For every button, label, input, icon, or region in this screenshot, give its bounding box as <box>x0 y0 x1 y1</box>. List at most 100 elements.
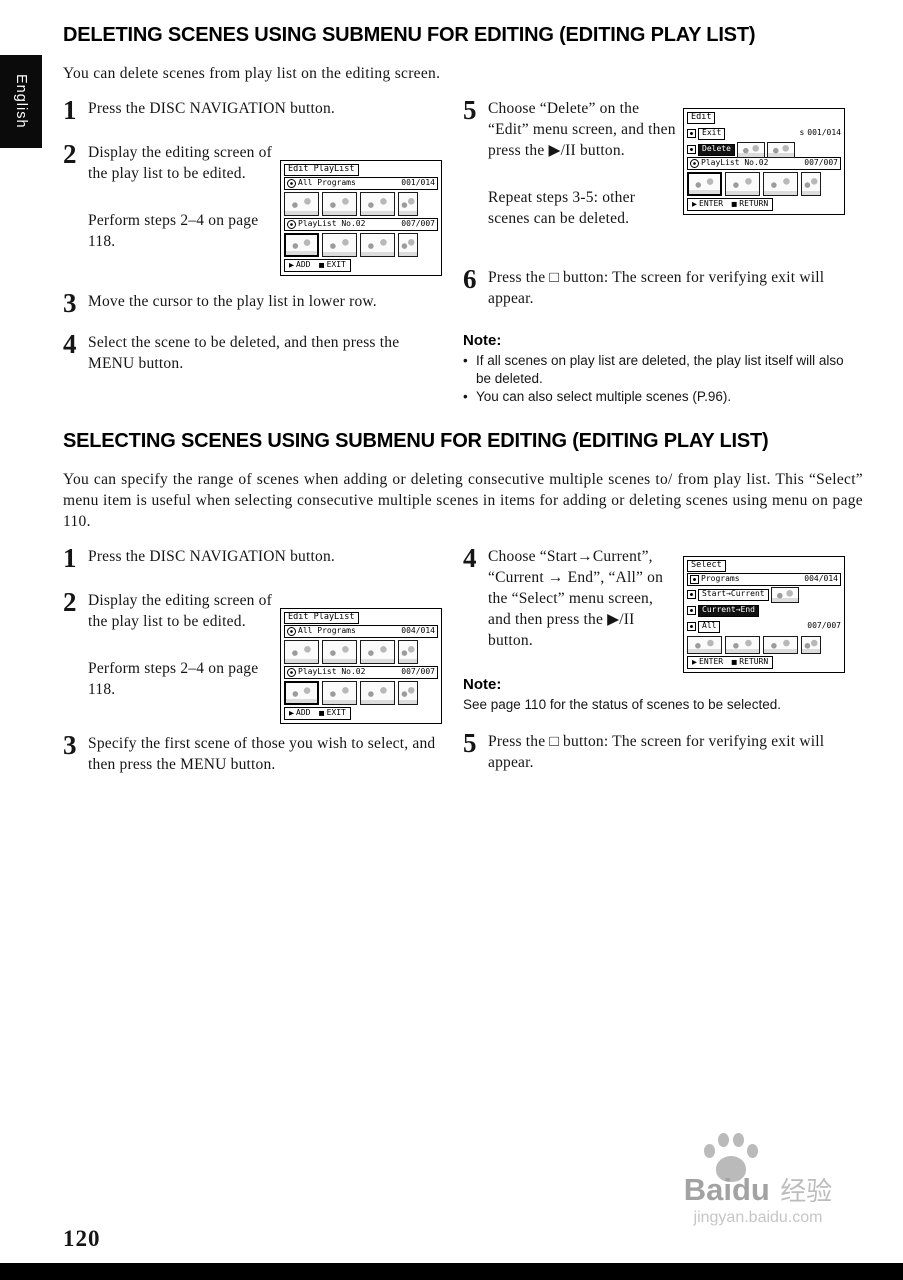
step: 4 Choose “Start→Current”, “Current → End… <box>463 543 678 651</box>
play-button-icon: ▶ <box>692 658 697 667</box>
lcd-row-label: All Programs <box>298 178 356 188</box>
lcd-playlist-row: PlayList No.02 007/007 <box>687 157 841 171</box>
stop-button-icon: ■ <box>318 261 325 270</box>
key-label: ADD <box>296 260 311 270</box>
play-button-icon: ▶ <box>289 709 294 718</box>
scene-thumbnail <box>763 636 798 655</box>
bullet-icon: • <box>463 353 468 368</box>
step: 5 Press the □ button: The screen for ver… <box>463 728 863 773</box>
lcd-button-bar: ▶ ENTER ■ RETURN <box>687 198 774 212</box>
return-key: ■ RETURN <box>731 200 768 209</box>
disc-icon <box>287 179 296 189</box>
scene-thumbnail-selected <box>284 681 319 706</box>
step: 1 Press the DISC NAVIGATION button. <box>63 543 445 573</box>
step-text-line: Perform steps 2–4 on page 118. <box>88 212 259 251</box>
note-text: See page 110 for the status of scenes to… <box>463 697 781 712</box>
key-label: ENTER <box>699 657 724 667</box>
section1-intro: You can delete scenes from play list on … <box>63 65 441 82</box>
step: 3 Move the cursor to the play list in lo… <box>63 288 445 318</box>
add-key: ▶ ADD <box>289 709 310 718</box>
menu-row: Start→Current <box>687 586 841 603</box>
language-tab: English <box>0 55 42 148</box>
enter-key: ▶ ENTER <box>692 658 723 667</box>
thumbnail-row <box>284 681 438 706</box>
scene-thumbnail <box>687 636 722 655</box>
lcd-title: Edit <box>687 112 716 125</box>
menu-row: Current→End <box>687 603 841 618</box>
step: 2 Display the editing screen of the play… <box>63 588 276 700</box>
scene-icon <box>687 590 696 600</box>
scene-thumbnail-selected <box>687 172 722 197</box>
step-text: Display the editing screen of the play l… <box>88 590 276 700</box>
lcd-row-label: PlayList No.02 <box>298 219 366 229</box>
step-text: Specify the first scene of those you wis… <box>88 735 436 774</box>
note-item: • If all scenes on play list are deleted… <box>463 352 861 388</box>
stop-button-icon: ■ <box>318 709 325 718</box>
step-number: 1 <box>63 543 77 573</box>
add-key: ▶ ADD <box>289 261 310 270</box>
step-text: Display the editing screen of the play l… <box>88 142 276 252</box>
section2-left-column: 1 Press the DISC NAVIGATION button. 2 Di… <box>63 543 445 793</box>
scene-counter: 007/007 <box>401 219 435 229</box>
scene-thumbnail <box>725 636 760 655</box>
scene-icon <box>687 622 696 632</box>
lcd-program-row: Programs 004/014 <box>687 573 841 587</box>
scene-icon <box>687 145 696 155</box>
menu-item-current-end: Current→End <box>698 604 759 617</box>
baidu-paw-icon <box>703 1133 759 1185</box>
section1-title: DELETING SCENES USING SUBMENU FOR EDITIN… <box>63 24 756 46</box>
menu-row: Delete <box>687 141 841 158</box>
thumbnail-row <box>284 192 438 217</box>
lcd-title: Edit PlayList <box>284 164 359 177</box>
step-text-line: Display the editing screen of the play l… <box>88 592 272 631</box>
play-button-icon: ▶ <box>692 200 697 209</box>
note-text: You can also select multiple scenes (P.9… <box>476 388 732 404</box>
return-key: ■ RETURN <box>731 658 768 667</box>
step-text-line: Perform steps 2–4 on page 118. <box>88 660 259 699</box>
scene-thumbnail <box>322 233 357 258</box>
key-label: RETURN <box>739 199 769 209</box>
note-text: If all scenes on play list are deleted, … <box>476 353 844 386</box>
step: 6 Press the □ button: The screen for ver… <box>463 265 863 309</box>
lcd-title: Edit PlayList <box>284 612 359 625</box>
step-text: Press the DISC NAVIGATION button. <box>88 100 335 117</box>
lcd-row-label: PlayList No.02 <box>701 158 769 168</box>
scene-thumbnail <box>360 192 395 217</box>
key-label: ENTER <box>699 199 724 209</box>
scene-counter: 001/014 <box>807 128 841 138</box>
lcd-playlist-row: PlayList No.02 007/007 <box>284 666 438 680</box>
lcd-button-bar: ▶ ADD ■ EXIT <box>284 259 351 273</box>
step-number: 4 <box>463 543 477 573</box>
section1-right-column: 5 Choose “Delete” on the “Edit” menu scr… <box>463 95 863 425</box>
scene-icon <box>687 606 696 616</box>
stop-button-icon: ■ <box>731 200 738 209</box>
step: 2 Display the editing screen of the play… <box>63 140 276 252</box>
menu-item-delete: Delete <box>698 143 735 156</box>
menu-row: Exit s 001/014 <box>687 126 841 141</box>
step: 1 Press the DISC NAVIGATION button. <box>63 97 445 124</box>
scene-thumbnail <box>284 192 319 217</box>
scene-icon <box>690 575 699 585</box>
note-label: Note: <box>463 332 502 349</box>
menu-item-start-current: Start→Current <box>698 588 769 601</box>
scene-icon <box>687 129 696 139</box>
scene-thumbnail <box>360 640 395 665</box>
scene-thumbnail <box>284 640 319 665</box>
step-text: Press the DISC NAVIGATION button. <box>88 548 335 565</box>
step-number: 3 <box>63 288 77 318</box>
scene-counter: 007/007 <box>807 621 841 631</box>
step-number: 3 <box>63 730 77 760</box>
step-text: Choose “Delete” on the “Edit” menu scree… <box>488 98 678 229</box>
bullet-icon: • <box>463 388 468 404</box>
scene-thumbnail <box>398 192 418 217</box>
lcd-screen-edit-playlist-2: Edit PlayList All Programs 004/014 PlayL… <box>280 608 442 725</box>
bg-text: s <box>799 128 805 138</box>
scene-thumbnail <box>770 586 799 603</box>
lcd-screen-edit-menu: Edit Exit s 001/014 Delete <box>683 108 845 216</box>
note-item: • You can also select multiple scenes (P… <box>463 388 861 406</box>
disc-icon <box>287 220 296 230</box>
step-text: Move the cursor to the play list in lowe… <box>88 293 377 310</box>
lcd-title: Select <box>687 560 726 573</box>
scene-thumbnail <box>360 233 395 258</box>
step-number: 5 <box>463 728 477 758</box>
